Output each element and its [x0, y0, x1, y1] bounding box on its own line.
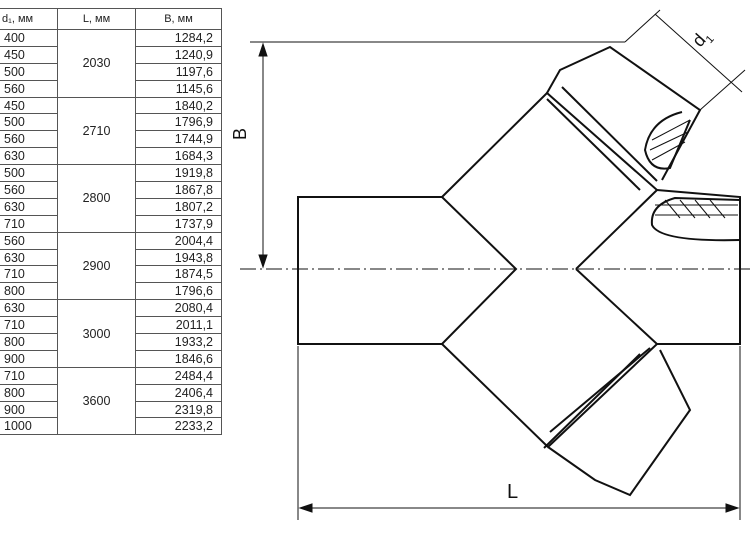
dimension-d1: [624, 9, 746, 111]
cell-L: 3600: [57, 366, 136, 436]
cell-B: 2011,1: [135, 316, 222, 335]
cell-B: 2233,2: [135, 417, 222, 436]
cell-B: 1145,6: [135, 79, 222, 98]
upper-branch-ring-1: [561, 86, 658, 182]
cell-B: 2319,8: [135, 400, 222, 419]
cell-B: 2004,4: [135, 231, 222, 250]
cell-B: 1197,6: [135, 62, 222, 81]
cell-d1: 900: [0, 400, 58, 419]
right-seal-hatch: [655, 199, 738, 219]
header-L: L, мм: [57, 8, 136, 30]
header-d1: d₁, мм: [0, 8, 58, 30]
cell-B: 1240,9: [135, 45, 222, 64]
main-pipe-outline: [297, 196, 518, 345]
upper-seal-hatch: [649, 119, 691, 161]
header-B: B, мм: [135, 8, 222, 30]
cell-d1: 560: [0, 130, 58, 149]
spec-table-head: d₁, мм L, мм B, мм: [0, 8, 222, 30]
table-row: 560 1145,6: [0, 79, 222, 98]
lower-branch-spigot: [547, 349, 692, 497]
upper-branch-ring-2: [546, 98, 641, 191]
cell-d1: 560: [0, 79, 58, 98]
table-row: 630 1684,3: [0, 147, 222, 166]
table-row: 500 1197,6: [0, 62, 222, 81]
lower-branch-ring-1: [549, 347, 651, 433]
cell-d1: 630: [0, 147, 58, 166]
cell-d1: 630: [0, 248, 58, 267]
right-socket: [656, 189, 741, 345]
cell-L: 2900: [57, 231, 136, 301]
table-row: 1000 2233,2: [0, 417, 222, 436]
cell-B: 1867,8: [135, 181, 222, 199]
upper-branch-spigot: [546, 45, 702, 181]
dimension-L: [297, 346, 741, 520]
lower-branch-ring-2: [543, 353, 641, 449]
cell-B: 2484,4: [135, 366, 222, 385]
cell-B: 2080,4: [135, 299, 222, 318]
cell-d1: 1000: [0, 417, 58, 436]
cell-B: 1684,3: [135, 147, 222, 166]
cell-B: 1933,2: [135, 333, 222, 351]
cell-d1: 450: [0, 96, 58, 115]
cell-L: 2030: [57, 29, 136, 98]
cell-B: 1796,9: [135, 113, 222, 132]
cell-B: 2406,4: [135, 383, 222, 402]
cell-B: 1737,9: [135, 214, 222, 233]
cell-B: 1840,2: [135, 96, 222, 115]
spec-table-header-row: d₁, мм L, мм B, мм: [0, 8, 222, 30]
label-d1: d1: [688, 25, 717, 53]
lower-branch-outline: [441, 268, 659, 449]
cell-d1: 500: [0, 62, 58, 81]
label-L: L: [507, 481, 518, 503]
cell-L: 2710: [57, 96, 136, 166]
upper-branch-outline: [441, 91, 659, 270]
label-B: B: [230, 128, 250, 140]
dimension-B: [250, 41, 625, 269]
table-row: 900 2319,8: [0, 400, 222, 419]
right-seal: [650, 196, 741, 242]
upper-seal: [643, 111, 691, 170]
